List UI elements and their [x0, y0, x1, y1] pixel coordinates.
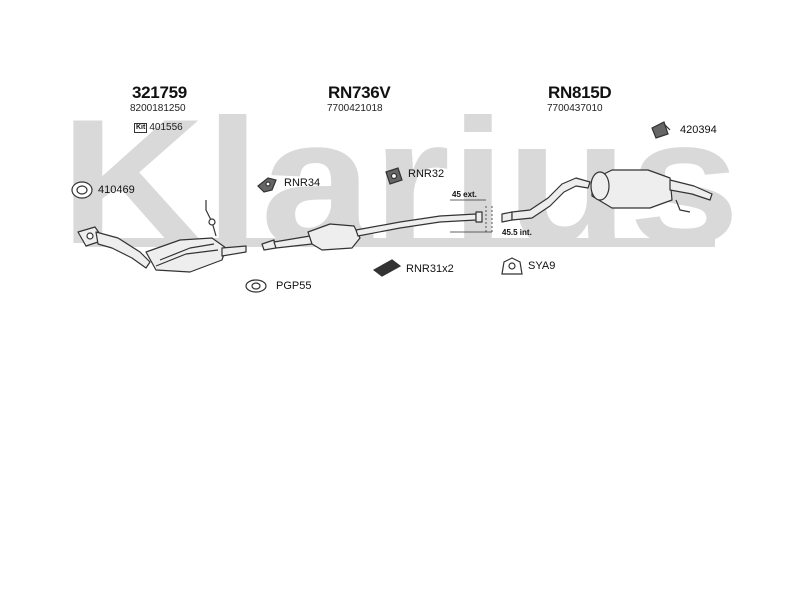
- rubber-mount-icon: [372, 259, 402, 277]
- kit-code: 401556: [149, 122, 183, 133]
- rubber-hanger-icon: [257, 177, 277, 193]
- group-code-3: RN815D: [548, 83, 612, 102]
- dimension-ext-label: 45 ext.: [452, 190, 477, 199]
- kit-label: Kit 401556: [134, 122, 183, 133]
- oe-number-3: 7700437010: [547, 103, 603, 114]
- part-label-420394: 420394: [680, 124, 717, 136]
- part-label-rnr31x2: RNR31x2: [406, 263, 454, 275]
- part-label-pgp55: PGP55: [276, 280, 312, 292]
- group-code-1: 321759: [132, 83, 187, 102]
- part-label-rnr34: RNR34: [284, 177, 321, 189]
- oe-number-2: 7700421018: [327, 103, 383, 114]
- bracket-icon: [385, 167, 403, 185]
- part-label-sya9: SYA9: [528, 260, 556, 272]
- part-label-rnr32: RNR32: [408, 168, 445, 180]
- front-pipe: [77, 226, 151, 269]
- oe-number-1: 8200181250: [130, 103, 186, 114]
- kit-badge: Kit: [134, 122, 148, 133]
- catalytic-converter: [145, 237, 247, 273]
- group-code-2: RN736V: [328, 83, 391, 102]
- clamp-icon: [651, 121, 671, 139]
- dimension-int-label: 45.5 int.: [502, 228, 532, 237]
- part-label-410469: 410469: [98, 184, 135, 196]
- gasket-pgp-icon: [245, 279, 267, 293]
- pipe-clamp-icon: [501, 257, 523, 275]
- watermark-underline: [85, 238, 715, 247]
- dimension-marks: [450, 199, 493, 233]
- rear-silencer: [501, 169, 713, 223]
- lambda-sensor: [205, 200, 217, 237]
- gasket-icon: [71, 181, 93, 199]
- intermediate-pipe: [261, 211, 483, 251]
